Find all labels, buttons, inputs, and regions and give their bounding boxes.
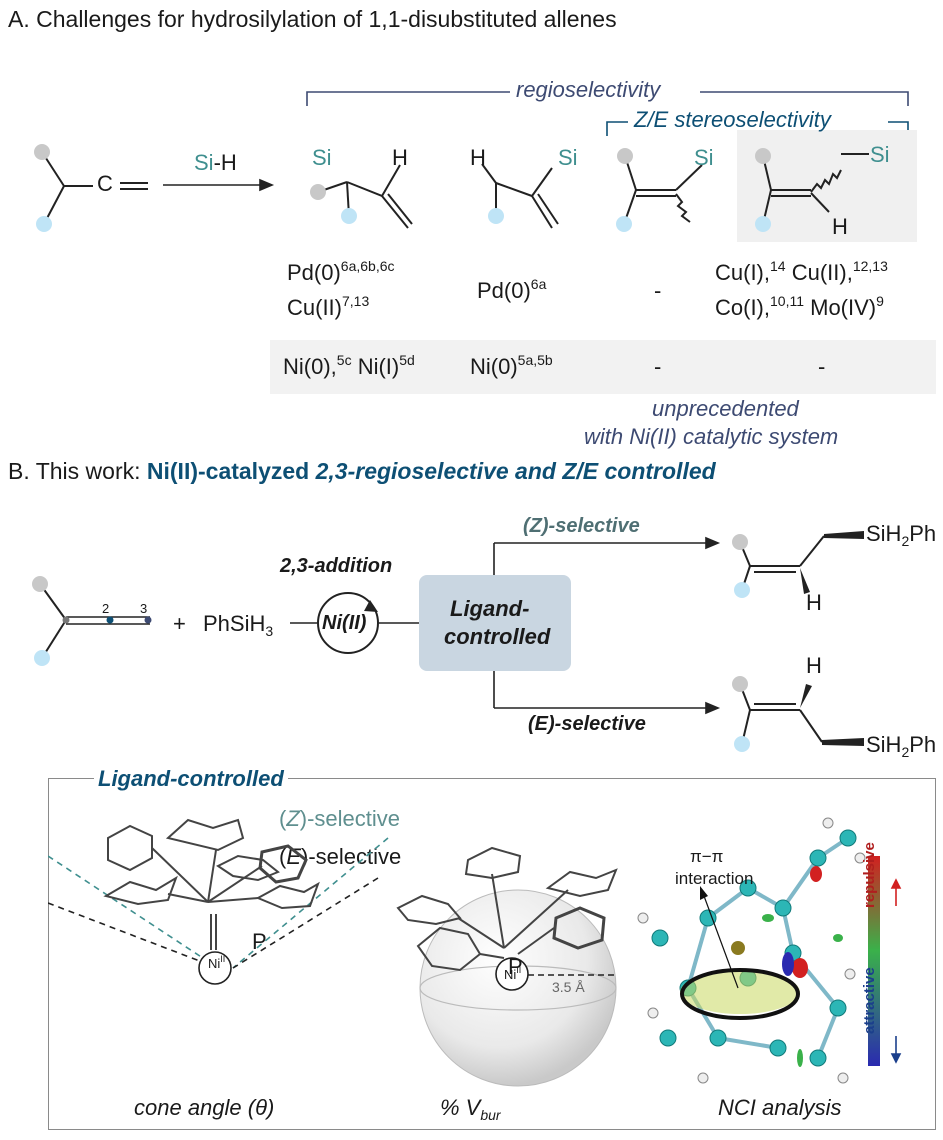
pi-pi-label: π−π xyxy=(690,847,724,866)
section-a-title: A. Challenges for hydrosilylation of 1,1… xyxy=(8,6,617,32)
attractive-label: attractive xyxy=(861,967,878,1034)
catalyst-p4-line1: Cu(I),14 Cu(II),12,13 xyxy=(715,258,888,285)
panel-title: Ligand-controlled xyxy=(94,768,288,790)
product-2-structure xyxy=(481,163,559,229)
e-product-silyl: SiH2Ph xyxy=(866,732,937,760)
reaction-arrow-a xyxy=(163,178,275,192)
nci-color-scale xyxy=(868,856,880,1066)
e-selective-label: (E)-selective xyxy=(528,713,646,735)
unprecedented-line1: unprecedented xyxy=(652,396,799,421)
nickel-catalyst-label: Ni(II) xyxy=(322,612,367,634)
product-4-si: Si xyxy=(870,142,890,167)
panel-graphics xyxy=(48,817,902,1087)
repulsive-label: repulsive xyxy=(861,842,878,908)
ligand-box-line1: Ligand- xyxy=(450,596,530,621)
product-4-structure xyxy=(755,148,869,232)
z-product-h: H xyxy=(806,590,822,615)
vbur-caption: % Vbur xyxy=(440,1095,501,1123)
cone-angle-caption: cone angle (θ) xyxy=(134,1095,275,1120)
grey-substituent xyxy=(34,144,50,160)
cone-ni-label: NiII xyxy=(208,954,226,971)
phenylsilane-reagent: PhSiH3 xyxy=(203,611,274,639)
unprecedented-line2: with Ni(II) catalytic system xyxy=(584,424,839,449)
position-3-label: 3 xyxy=(140,601,148,616)
z-selective-label: (Z)-selective xyxy=(523,515,640,537)
si-h-reagent: Si-H xyxy=(194,150,237,175)
buried-volume-sphere xyxy=(396,846,618,1087)
cone-p-label: P xyxy=(252,929,267,954)
z-product-silyl: SiH2Ph xyxy=(866,521,937,549)
vbur-p-label: P xyxy=(508,954,523,979)
section-b-graphics xyxy=(32,531,864,752)
product-2-h: H xyxy=(470,145,486,170)
interaction-label: interaction xyxy=(675,869,754,888)
regioselectivity-label: regioselectivity xyxy=(516,77,661,102)
ligand-box-line2: controlled xyxy=(444,624,551,649)
catalyst-p4-line2: Co(I),10,11 Mo(IV)9 xyxy=(715,293,884,320)
nickel-p1: Ni(0),5c Ni(I)5d xyxy=(283,352,415,379)
nickel-p3: - xyxy=(654,354,662,379)
product-3-si: Si xyxy=(694,145,714,170)
catalyst-p3: - xyxy=(654,278,662,303)
nickel-p4: - xyxy=(818,354,826,379)
regioselectivity-bracket xyxy=(306,91,909,106)
product-1-structure xyxy=(317,164,413,229)
product-2-si: Si xyxy=(558,145,578,170)
distance-label: 3.5 Å xyxy=(552,979,585,995)
blue-substituent xyxy=(36,216,52,232)
ze-stereoselectivity-label: Z/E stereoselectivity xyxy=(634,107,831,132)
product-3-structure xyxy=(623,155,703,225)
cone-angle-drawing xyxy=(48,818,389,985)
section-b-title: B. This work: Ni(II)-catalyzed 2,3-regio… xyxy=(8,458,716,484)
ligand-controlled-panel xyxy=(48,778,936,1130)
product-4-h: H xyxy=(832,214,848,239)
e-product-h: H xyxy=(806,653,822,678)
nci-caption: NCI analysis xyxy=(718,1095,842,1120)
catalyst-p1-line2: Cu(II)7,13 xyxy=(287,293,370,320)
legend-e-selective: (E)-selective xyxy=(279,844,402,869)
addition-label: 2,3-addition xyxy=(280,555,393,577)
nickel-row-band xyxy=(270,340,936,394)
catalyst-p1-line1: Pd(0)6a,6b,6c xyxy=(287,258,395,285)
nci-molecule-render xyxy=(637,817,866,1084)
ligand-controlled-box xyxy=(419,575,571,671)
allene-central-carbon: C xyxy=(97,171,113,196)
nickel-p2: Ni(0)5a,5b xyxy=(470,352,553,379)
catalyst-p2: Pd(0)6a xyxy=(477,276,547,303)
product-1-si: Si xyxy=(312,145,332,170)
legend-z-selective: (Z)-selective xyxy=(279,806,401,831)
plus-sign: + xyxy=(173,611,186,636)
position-2-label: 2 xyxy=(102,601,110,616)
vbur-ni-label: NiII xyxy=(504,965,522,982)
product-1-h: H xyxy=(392,145,408,170)
